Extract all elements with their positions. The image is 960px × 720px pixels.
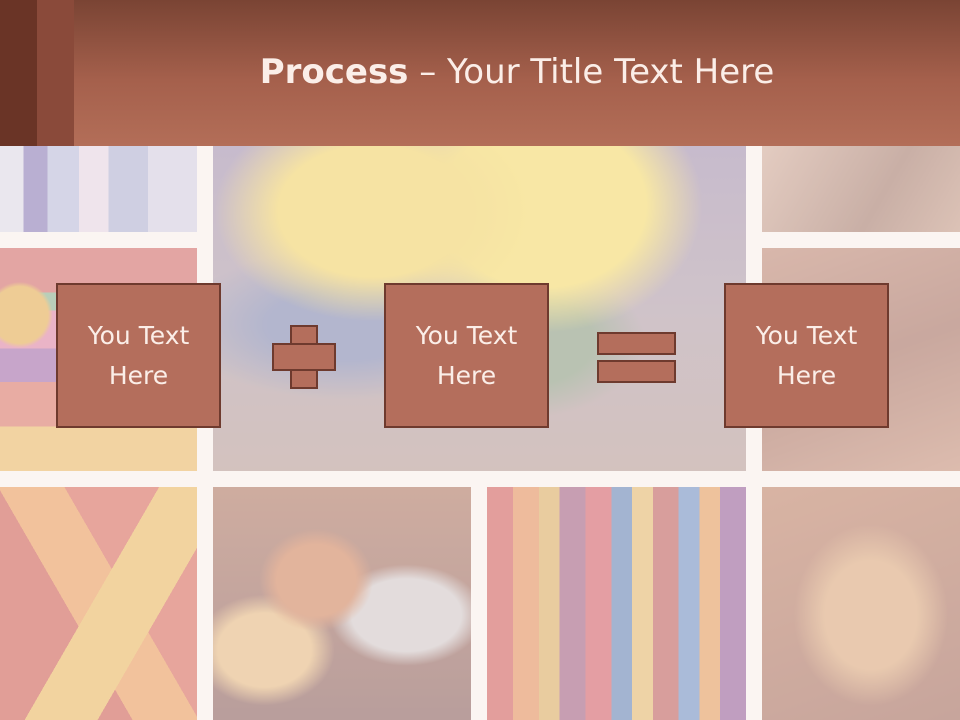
- process-step-1-box[interactable]: You Text Here: [56, 283, 221, 428]
- photo-tile-spices: [0, 487, 197, 720]
- title-bold: Process: [259, 52, 409, 92]
- slide-title[interactable]: Process – Your Title Text Here: [74, 52, 960, 92]
- process-step-1-text: You Text Here: [87, 320, 190, 390]
- title-text: – Your Title Text Here: [408, 52, 775, 92]
- photo-tile-slippers: [213, 487, 471, 720]
- title-bar: Process – Your Title Text Here: [0, 0, 960, 146]
- photo-tile-leather-top: [762, 146, 960, 232]
- process-step-2-text: You Text Here: [415, 320, 518, 390]
- photo-collage: [0, 146, 960, 720]
- plus-icon-center: [292, 345, 316, 369]
- equals-icon-bar: [597, 360, 676, 383]
- photo-tile-textiles: [487, 487, 746, 720]
- process-result-text: You Text Here: [755, 320, 858, 390]
- equals-icon: [597, 332, 676, 355]
- process-result-box[interactable]: You Text Here: [724, 283, 889, 428]
- header-accent-strip-light: [37, 0, 74, 146]
- process-step-2-box[interactable]: You Text Here: [384, 283, 549, 428]
- header-accent-strip: [0, 0, 37, 146]
- photo-tile-bag: [762, 487, 960, 720]
- photo-tile-fabrics: [0, 146, 197, 232]
